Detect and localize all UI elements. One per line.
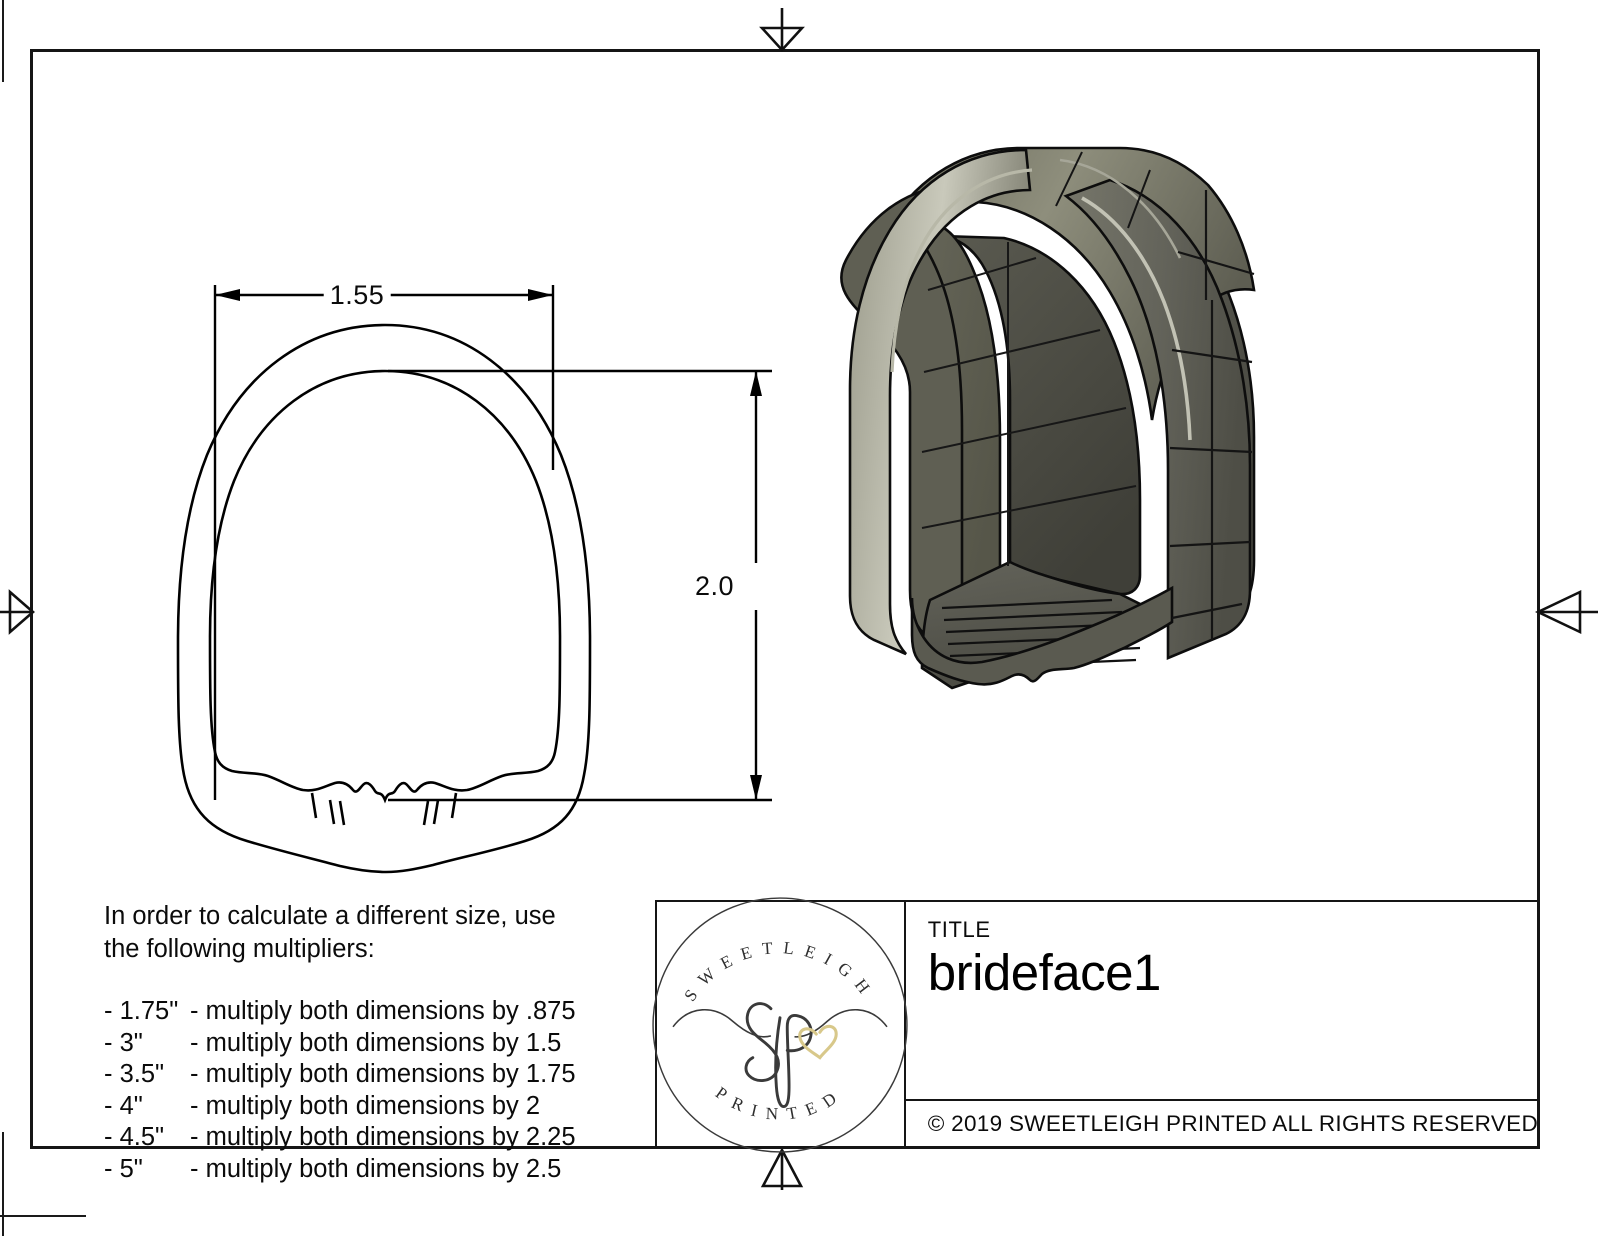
multiplier-text: - multiply both dimensions by 2.5 [190, 1154, 562, 1183]
logo-monogram-s [744, 1001, 781, 1082]
multiplier-size: - 1.75" [104, 997, 179, 1025]
multiplier-size: - 4" [104, 1091, 143, 1120]
align-mark-top [759, 8, 805, 52]
notes-intro: In order to calculate a different size, … [104, 902, 556, 963]
logo-top-arc-text: SWEETLEIGH [681, 938, 880, 1005]
dimension-width-label: 1.55 [323, 280, 391, 311]
multiplier-text: - multiply both dimensions by 2.25 [190, 1123, 576, 1151]
crop-mark-left-lower [2, 1132, 4, 1236]
multiplier-list: - 1.75" - multiply both dimensions by .87… [104, 996, 584, 1185]
title-label: TITLE [927, 917, 991, 942]
multiplier-text: - multiply both dimensions by .875 [190, 997, 576, 1025]
align-mark-right [1534, 589, 1598, 635]
multiplier-row: - 4" - multiply both dimensions by 2 [104, 1091, 584, 1123]
logo-heart-icon [798, 1024, 839, 1060]
multiplier-size: - 5" [104, 1154, 143, 1183]
crop-mark-bottom-left [0, 1215, 86, 1217]
multiplier-text: - multiply both dimensions by 2 [190, 1091, 541, 1120]
title-value: brideface1 [927, 944, 1162, 1001]
multiplier-text: - multiply both dimensions by 1.5 [190, 1028, 562, 1057]
logo-flourish-left [672, 1008, 772, 1038]
multiplier-row: - 5" - multiply both dimensions by 2.5 [104, 1154, 584, 1186]
title-info-cell: TITLE brideface1 © 2019 SWEETLEIGH PRINT… [905, 902, 1538, 1147]
sweetleigh-printed-logo: SWEETLEIGH PRINTED [652, 896, 909, 1153]
logo-flourish-right [794, 1008, 888, 1038]
align-mark-left [0, 589, 35, 635]
multiplier-row: - 3.5" - multiply both dimensions by 1.75 [104, 1059, 584, 1091]
multiplier-row: - 4.5" - multiply both dimensions by 2.25 [104, 1122, 584, 1154]
logo-cell: SWEETLEIGH PRINTED [652, 896, 909, 1153]
copyright-text: © 2019 SWEETLEIGH PRINTED ALL RIGHTS RES… [927, 1111, 1538, 1136]
multiplier-text: - multiply both dimensions by 1.75 [190, 1060, 576, 1088]
multiplier-row: - 1.75" - multiply both dimensions by .87… [104, 996, 584, 1028]
logo-circle [652, 896, 909, 1153]
multiplier-size: - 3.5" [104, 1060, 165, 1088]
copyright-row: © 2019 SWEETLEIGH PRINTED ALL RIGHTS RES… [905, 1099, 1538, 1147]
multiplier-row: - 3" - multiply both dimensions by 1.5 [104, 1028, 584, 1060]
title-block: SWEETLEIGH PRINTED TITLE brideface1 [652, 896, 1540, 1153]
title-info-top: TITLE brideface1 [906, 902, 1538, 1099]
crop-mark-left [2, 0, 4, 82]
multiplier-size: - 4.5" [104, 1123, 165, 1151]
scaling-notes: In order to calculate a different size, … [104, 900, 584, 1185]
multiplier-size: - 3" [104, 1028, 143, 1057]
logo-monogram-p [774, 1013, 813, 1108]
dimension-height-label: 2.0 [688, 571, 740, 602]
